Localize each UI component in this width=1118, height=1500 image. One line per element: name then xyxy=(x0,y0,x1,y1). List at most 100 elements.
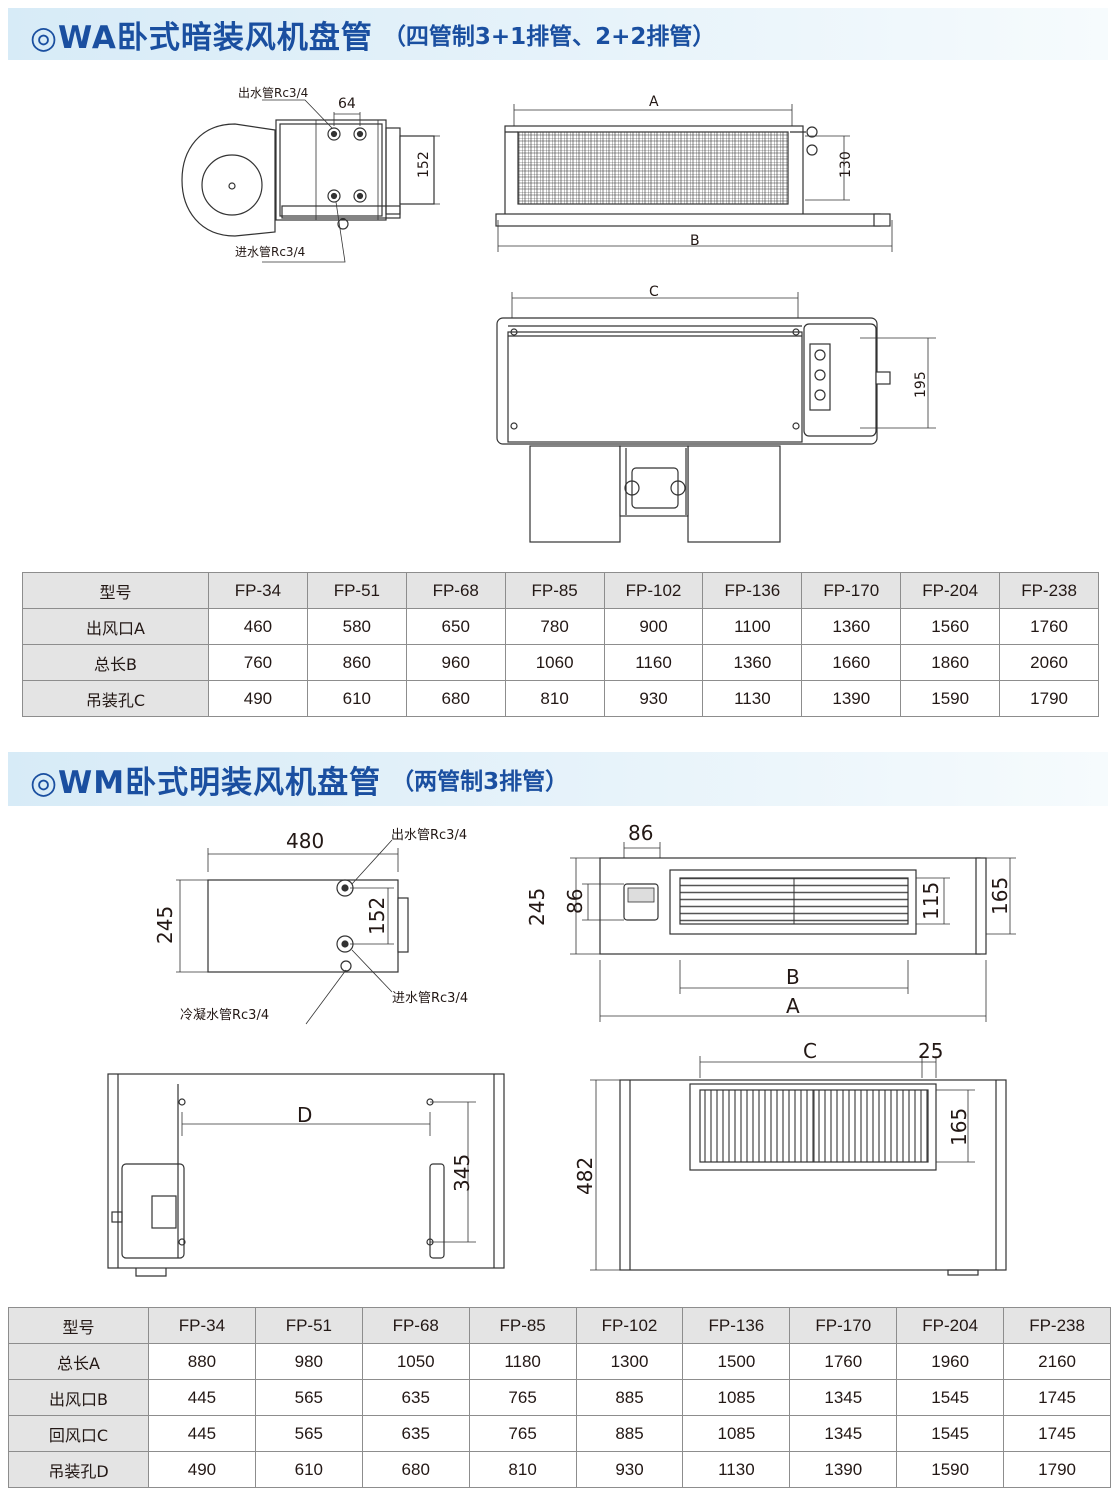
wm-section-subtitle: （两管制3排管） xyxy=(391,769,569,795)
table-cell: 1085 xyxy=(682,1415,791,1452)
wm-model-cell: FP-170 xyxy=(789,1307,898,1344)
wa-inlet-fittings xyxy=(327,189,367,203)
wa-label-inlet: 进水管Rc3/4 xyxy=(235,244,305,259)
wm-dim-115: 115 xyxy=(919,882,943,920)
wm-row-label: 吊装孔D xyxy=(8,1451,149,1488)
wm-dim-86-side: 86 xyxy=(563,889,587,914)
table-cell: 445 xyxy=(148,1379,256,1416)
table-cell: 1180 xyxy=(468,1343,577,1380)
wa-section-header: ◎WA卧式暗装风机盘管 （四管制3+1排管、2+2排管） xyxy=(8,8,1108,60)
wa-section-title: ◎WA卧式暗装风机盘管 xyxy=(30,19,373,56)
table-cell: 2160 xyxy=(1003,1343,1112,1380)
wa-header-model: 型号 xyxy=(22,572,209,609)
wa-dim-C: C xyxy=(649,284,659,300)
wm-section-title: ◎WM卧式明装风机盘管 xyxy=(30,764,382,801)
table-cell: 880 xyxy=(148,1343,256,1380)
table-cell: 960 xyxy=(405,644,506,681)
table-cell: 680 xyxy=(361,1451,470,1488)
table-cell: 650 xyxy=(405,608,506,645)
table-cell: 1345 xyxy=(789,1379,898,1416)
wa-side-view xyxy=(181,99,440,263)
wm-dim-152: 152 xyxy=(365,897,389,935)
wa-outlet-fittings xyxy=(327,127,367,141)
wm-table-header-row: 型号 FP-34 FP-51 FP-68 FP-85 FP-102 FP-136… xyxy=(8,1307,1112,1344)
wa-model-cell: FP-238 xyxy=(999,572,1100,609)
table-cell: 1360 xyxy=(702,644,803,681)
table-row: 出风口A 460 580 650 780 900 1100 1360 1560 … xyxy=(22,608,1100,645)
table-cell: 580 xyxy=(306,608,407,645)
wm-model-cell: FP-102 xyxy=(575,1307,684,1344)
wa-model-cell: FP-68 xyxy=(405,572,506,609)
wm-row-label: 总长A xyxy=(8,1343,149,1380)
wm-top-view-right xyxy=(590,1056,1007,1276)
table-row: 回风口C 445 565 635 765 885 1085 1345 1545 … xyxy=(8,1415,1112,1452)
table-row: 吊装孔D 490 610 680 810 930 1130 1390 1590 … xyxy=(8,1451,1112,1488)
wa-dim-130: 130 xyxy=(838,151,854,178)
wa-table-header-row: 型号 FP-34 FP-51 FP-68 FP-85 FP-102 FP-136… xyxy=(22,572,1100,609)
table-cell: 565 xyxy=(254,1379,363,1416)
table-cell: 1760 xyxy=(999,608,1100,645)
wm-model-cell: FP-68 xyxy=(361,1307,470,1344)
table-cell: 765 xyxy=(468,1415,577,1452)
table-cell: 1545 xyxy=(896,1379,1005,1416)
wm-model-cell: FP-85 xyxy=(468,1307,577,1344)
wm-row-label: 出风口B xyxy=(8,1379,149,1416)
wm-top-view-left xyxy=(107,1073,505,1277)
table-cell: 1500 xyxy=(682,1343,791,1380)
wa-label-outlet: 出水管Rc3/4 xyxy=(238,85,308,100)
table-cell: 490 xyxy=(148,1451,256,1488)
table-cell: 1790 xyxy=(999,680,1100,717)
table-cell: 1390 xyxy=(801,680,902,717)
table-cell: 1545 xyxy=(896,1415,1005,1452)
table-cell: 885 xyxy=(575,1379,684,1416)
wm-dim-C: C xyxy=(803,1039,817,1063)
table-cell: 885 xyxy=(575,1415,684,1452)
wm-model-cell: FP-204 xyxy=(896,1307,1005,1344)
table-cell: 1050 xyxy=(361,1343,470,1380)
wm-label-outlet: 出水管Rc3/4 xyxy=(391,828,467,843)
table-cell: 780 xyxy=(504,608,605,645)
table-cell: 765 xyxy=(468,1379,577,1416)
table-cell: 1860 xyxy=(900,644,1001,681)
table-row: 总长A 880 980 1050 1180 1300 1500 1760 196… xyxy=(8,1343,1112,1380)
wm-dim-165: 165 xyxy=(988,877,1012,915)
table-cell: 460 xyxy=(208,608,308,645)
table-row: 吊装孔C 490 610 680 810 930 1130 1390 1590 … xyxy=(22,680,1100,717)
table-cell: 1300 xyxy=(575,1343,684,1380)
table-cell: 1100 xyxy=(702,608,803,645)
table-row: 出风口B 445 565 635 765 885 1085 1345 1545 … xyxy=(8,1379,1112,1416)
wm-dim-25: 25 xyxy=(918,1039,943,1063)
table-cell: 1745 xyxy=(1003,1379,1112,1416)
wa-model-cell: FP-34 xyxy=(208,572,308,609)
wa-spec-table: 型号 FP-34 FP-51 FP-68 FP-85 FP-102 FP-136… xyxy=(22,572,1100,717)
wa-dim-152: 152 xyxy=(416,151,432,178)
wm-dim-165-top: 165 xyxy=(947,1108,971,1146)
table-cell: 1590 xyxy=(896,1451,1005,1488)
table-cell: 1590 xyxy=(900,680,1001,717)
wm-header-model: 型号 xyxy=(8,1307,149,1344)
wa-dim-A: A xyxy=(649,94,659,110)
wa-front-view xyxy=(495,104,893,252)
wa-row-label: 出风口A xyxy=(22,608,209,645)
wa-model-cell: FP-170 xyxy=(801,572,902,609)
wm-drawings: 480 出水管Rc3/4 245 152 进水管Rc3/4 冷凝水管Rc3/4 … xyxy=(107,821,1016,1277)
wm-dim-A: A xyxy=(786,994,800,1018)
table-cell: 1745 xyxy=(1003,1415,1112,1452)
table-cell: 2060 xyxy=(999,644,1100,681)
table-cell: 760 xyxy=(208,644,308,681)
table-cell: 1160 xyxy=(603,644,704,681)
table-cell: 1760 xyxy=(789,1343,898,1380)
wm-label-drain: 冷凝水管Rc3/4 xyxy=(180,1007,269,1023)
wm-dim-480: 480 xyxy=(286,829,324,853)
table-cell: 1560 xyxy=(900,608,1001,645)
table-cell: 1360 xyxy=(801,608,902,645)
table-cell: 1060 xyxy=(504,644,605,681)
table-cell: 1085 xyxy=(682,1379,791,1416)
table-cell: 930 xyxy=(603,680,704,717)
wm-dim-245-front: 245 xyxy=(525,888,549,926)
wa-model-cell: FP-102 xyxy=(603,572,704,609)
wm-dim-345: 345 xyxy=(450,1154,474,1192)
table-cell: 1790 xyxy=(1003,1451,1112,1488)
table-cell: 610 xyxy=(306,680,407,717)
table-cell: 810 xyxy=(504,680,605,717)
